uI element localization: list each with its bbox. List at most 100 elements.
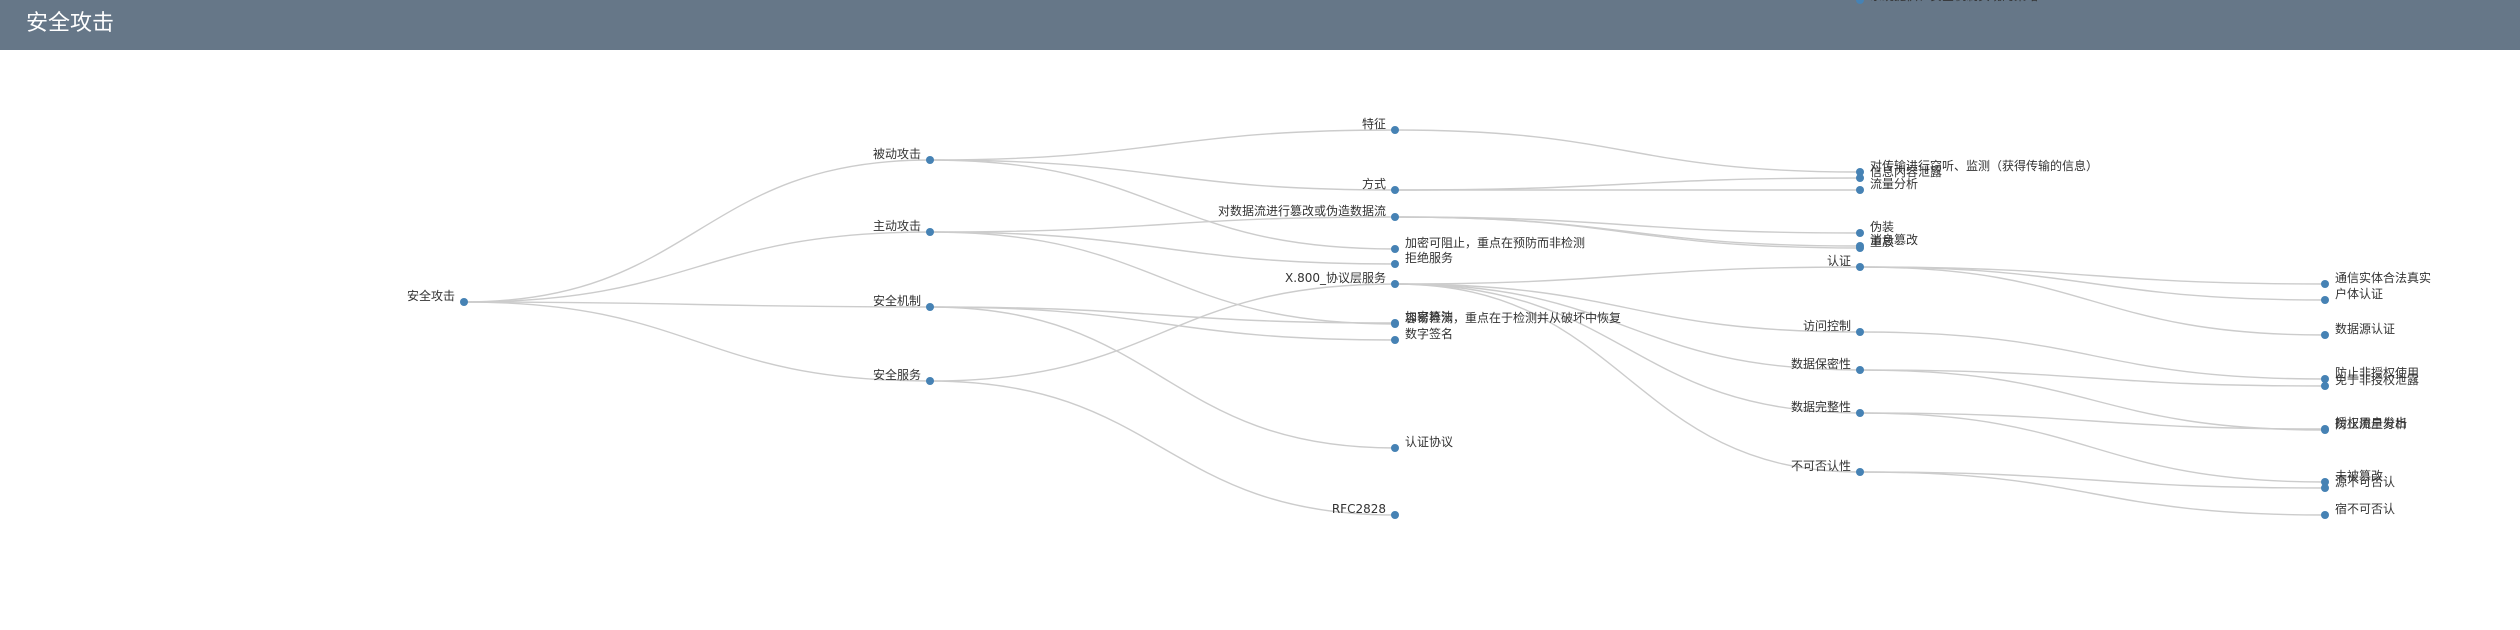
node-dot[interactable] xyxy=(1391,319,1399,327)
node-dot[interactable] xyxy=(926,377,934,385)
node-dot[interactable] xyxy=(1856,468,1864,476)
node-label: 宿不可否认 xyxy=(2335,501,2395,516)
tree-link xyxy=(1394,283,1861,414)
tree-node[interactable]: 拒绝服务 xyxy=(1391,250,1453,268)
tree-node[interactable]: 数据保密性 xyxy=(1791,356,1864,374)
node-dot[interactable] xyxy=(2321,478,2329,486)
node-dot[interactable] xyxy=(1856,168,1864,176)
node-dot[interactable] xyxy=(1391,511,1399,519)
tree-link xyxy=(463,301,931,382)
tree-link xyxy=(929,129,1396,161)
node-label: 数据保密性 xyxy=(1791,356,1851,371)
tree-node[interactable]: 宿不可否认 xyxy=(2321,501,2395,519)
node-label: 安全攻击 xyxy=(407,288,455,303)
tree-node[interactable]: 加密可阻止，重点在预防而非检测 xyxy=(1391,235,1585,253)
tree-node[interactable]: 伪装 xyxy=(1856,220,1894,237)
node-dot[interactable] xyxy=(1391,126,1399,134)
tree-node[interactable]: 系统提供、安全机制实现的策略 xyxy=(1856,0,2038,4)
tree-link xyxy=(1859,266,2326,285)
node-dot[interactable] xyxy=(1856,263,1864,271)
tree-node[interactable]: X.800_协议层服务 xyxy=(1285,270,1399,288)
node-label: X.800_协议层服务 xyxy=(1285,270,1386,285)
node-label: 未被篡改 xyxy=(2335,468,2383,483)
tree-node[interactable]: 数据源认证 xyxy=(2321,321,2395,339)
tree-link xyxy=(929,231,1396,325)
tree-node[interactable]: 安全机制 xyxy=(873,293,934,311)
node-label: 重放 xyxy=(1870,234,1894,249)
node-dot[interactable] xyxy=(1391,213,1399,221)
tree-node[interactable]: 源不可否认 xyxy=(2321,475,2395,492)
tree-link xyxy=(1394,216,1861,247)
tree-node[interactable]: 数字签名 xyxy=(1391,326,1453,344)
tree-node[interactable]: 流量分析 xyxy=(1856,177,1918,194)
node-dot[interactable] xyxy=(1391,444,1399,452)
node-dot[interactable] xyxy=(1391,186,1399,194)
tree-link xyxy=(929,380,1396,516)
node-label: 拒绝服务 xyxy=(1405,250,1453,265)
tree-link xyxy=(1859,266,2326,301)
node-dot[interactable] xyxy=(2321,280,2329,288)
tree-node[interactable]: 对传输进行窃听、监测（获得传输的信息） xyxy=(1856,158,2098,176)
tree-node[interactable]: 安全攻击 xyxy=(407,288,468,306)
node-dot[interactable] xyxy=(2321,375,2329,383)
node-dot[interactable] xyxy=(2321,511,2329,519)
node-dot[interactable] xyxy=(1856,0,1864,4)
node-dot[interactable] xyxy=(1856,409,1864,417)
tree-node[interactable]: 免于非授权泄露 xyxy=(2321,372,2419,390)
node-label: RFC2828 xyxy=(1332,502,1386,516)
node-dot[interactable] xyxy=(2321,425,2329,433)
tree-node[interactable]: 主动攻击 xyxy=(873,219,934,236)
node-dot[interactable] xyxy=(2321,331,2329,339)
tree-link xyxy=(929,306,1396,449)
node-dot[interactable] xyxy=(1856,366,1864,374)
node-dot[interactable] xyxy=(926,156,934,164)
tree-link xyxy=(929,159,1396,191)
node-dot[interactable] xyxy=(2321,382,2329,390)
tree-node[interactable]: 认证协议 xyxy=(1391,434,1453,452)
tree-node[interactable]: 通信实体合法真实 xyxy=(2321,270,2431,288)
tree-node[interactable]: 消息篡改 xyxy=(1856,232,1918,250)
tree-node[interactable]: RFC2828 xyxy=(1332,502,1399,519)
node-dot[interactable] xyxy=(926,228,934,236)
tree-node[interactable]: 特征 xyxy=(1362,116,1399,134)
node-dot[interactable] xyxy=(1391,336,1399,344)
tree-node[interactable]: 信息内容泄露 xyxy=(1856,164,1942,182)
node-label: 认证 xyxy=(1827,254,1851,268)
node-dot[interactable] xyxy=(1856,328,1864,336)
tree-node[interactable]: 户体认证 xyxy=(2321,286,2383,304)
node-dot[interactable] xyxy=(460,298,468,306)
tree-node[interactable]: 访问控制 xyxy=(1803,319,1864,336)
node-dot[interactable] xyxy=(2321,296,2329,304)
header-bar: 安全攻击 xyxy=(0,0,2520,50)
node-label: 被动攻击 xyxy=(873,147,921,161)
node-label: 数据源认证 xyxy=(2335,321,2395,336)
node-dot[interactable] xyxy=(1856,174,1864,182)
tree-node[interactable]: 方式 xyxy=(1362,176,1399,194)
node-label: 通信实体合法真实 xyxy=(2335,270,2431,285)
node-label: 防止流量分析 xyxy=(2335,416,2407,431)
tree-node[interactable]: 被动攻击 xyxy=(873,147,934,164)
tree-node[interactable]: 安全服务 xyxy=(873,367,934,385)
node-label: 户体认证 xyxy=(2335,286,2383,301)
node-dot[interactable] xyxy=(1856,229,1864,237)
tree-node[interactable]: 授权用户发出 xyxy=(2321,415,2407,433)
node-dot[interactable] xyxy=(1856,242,1864,250)
node-dot[interactable] xyxy=(1391,260,1399,268)
node-dot[interactable] xyxy=(1391,245,1399,253)
node-label: 防止非授权使用 xyxy=(2335,365,2419,380)
tree-node[interactable]: 未被篡改 xyxy=(2321,468,2383,486)
node-dot[interactable] xyxy=(1391,280,1399,288)
tree-node[interactable]: 防止非授权使用 xyxy=(2321,365,2419,383)
node-dot[interactable] xyxy=(2321,484,2329,492)
tree-link xyxy=(1859,471,2326,516)
tree-node[interactable]: 数据完整性 xyxy=(1791,399,1864,417)
tree-node[interactable]: 不可否认性 xyxy=(1791,459,1864,476)
tree-node[interactable]: 加密算法 xyxy=(1391,309,1453,327)
node-label: 加密可阻止，重点在预防而非检测 xyxy=(1405,235,1585,250)
node-dot[interactable] xyxy=(1856,186,1864,194)
tree-links xyxy=(463,129,2326,516)
tree-node[interactable]: 认证 xyxy=(1827,254,1864,271)
tree-node[interactable]: 对数据流进行篡改或伪造数据流 xyxy=(1218,203,1399,221)
node-dot[interactable] xyxy=(926,303,934,311)
